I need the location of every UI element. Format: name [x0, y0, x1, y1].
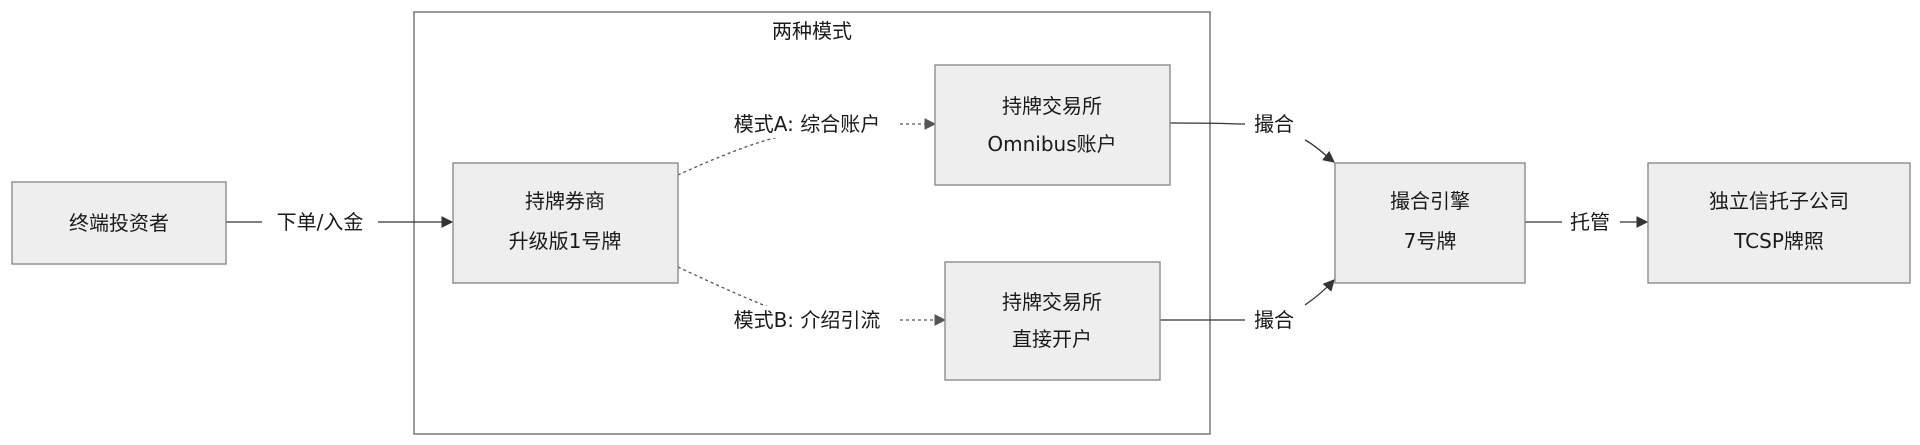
node-engine: 撮合引擎 7号牌: [1334, 162, 1526, 284]
node-exchange-direct-line2: 直接开户: [1012, 327, 1092, 351]
edge-label-mode-b: 模式B: 介绍引流: [734, 308, 881, 332]
edge-label-order: 下单/入金: [277, 210, 364, 234]
edge-label-custody: 托管: [1570, 210, 1610, 234]
node-broker: 持牌券商 升级版1号牌: [452, 162, 679, 284]
edge-label-match-a: 撮合: [1254, 112, 1294, 136]
node-investor-label: 终端投资者: [69, 211, 169, 235]
node-engine-line1: 撮合引擎: [1390, 189, 1470, 213]
cluster-title: 两种模式: [772, 19, 852, 43]
node-exchange-omnibus: 持牌交易所 Omnibus账户: [934, 64, 1171, 186]
node-exchange-omnibus-line1: 持牌交易所: [1002, 94, 1102, 118]
edge-match-a: [1304, 139, 1335, 163]
node-broker-line1: 持牌券商: [525, 189, 605, 213]
edge-labels: 下单/入金 模式A: 综合账户 模式B: 介绍引流 撮合 撮合 托管: [262, 110, 1618, 334]
node-trust: 独立信托子公司 TCSP牌照: [1647, 162, 1911, 284]
edge-match-b: [1304, 279, 1335, 306]
node-trust-line2: TCSP牌照: [1733, 229, 1824, 253]
edge-label-mode-a: 模式A: 综合账户: [734, 112, 880, 136]
node-exchange-direct: 持牌交易所 直接开户: [944, 261, 1161, 381]
node-exchange-direct-line1: 持牌交易所: [1002, 290, 1102, 314]
edge-mode-a-segment: [677, 136, 781, 176]
edges: [226, 118, 1649, 326]
node-engine-line2: 7号牌: [1404, 229, 1457, 253]
node-trust-line1: 独立信托子公司: [1709, 189, 1849, 213]
node-broker-line2: 升级版1号牌: [509, 229, 622, 253]
edge-match-a-segment: [1169, 122, 1246, 125]
edge-label-match-b: 撮合: [1254, 308, 1294, 332]
node-investor: 终端投资者: [11, 181, 227, 265]
node-exchange-omnibus-line2: Omnibus账户: [987, 132, 1116, 156]
